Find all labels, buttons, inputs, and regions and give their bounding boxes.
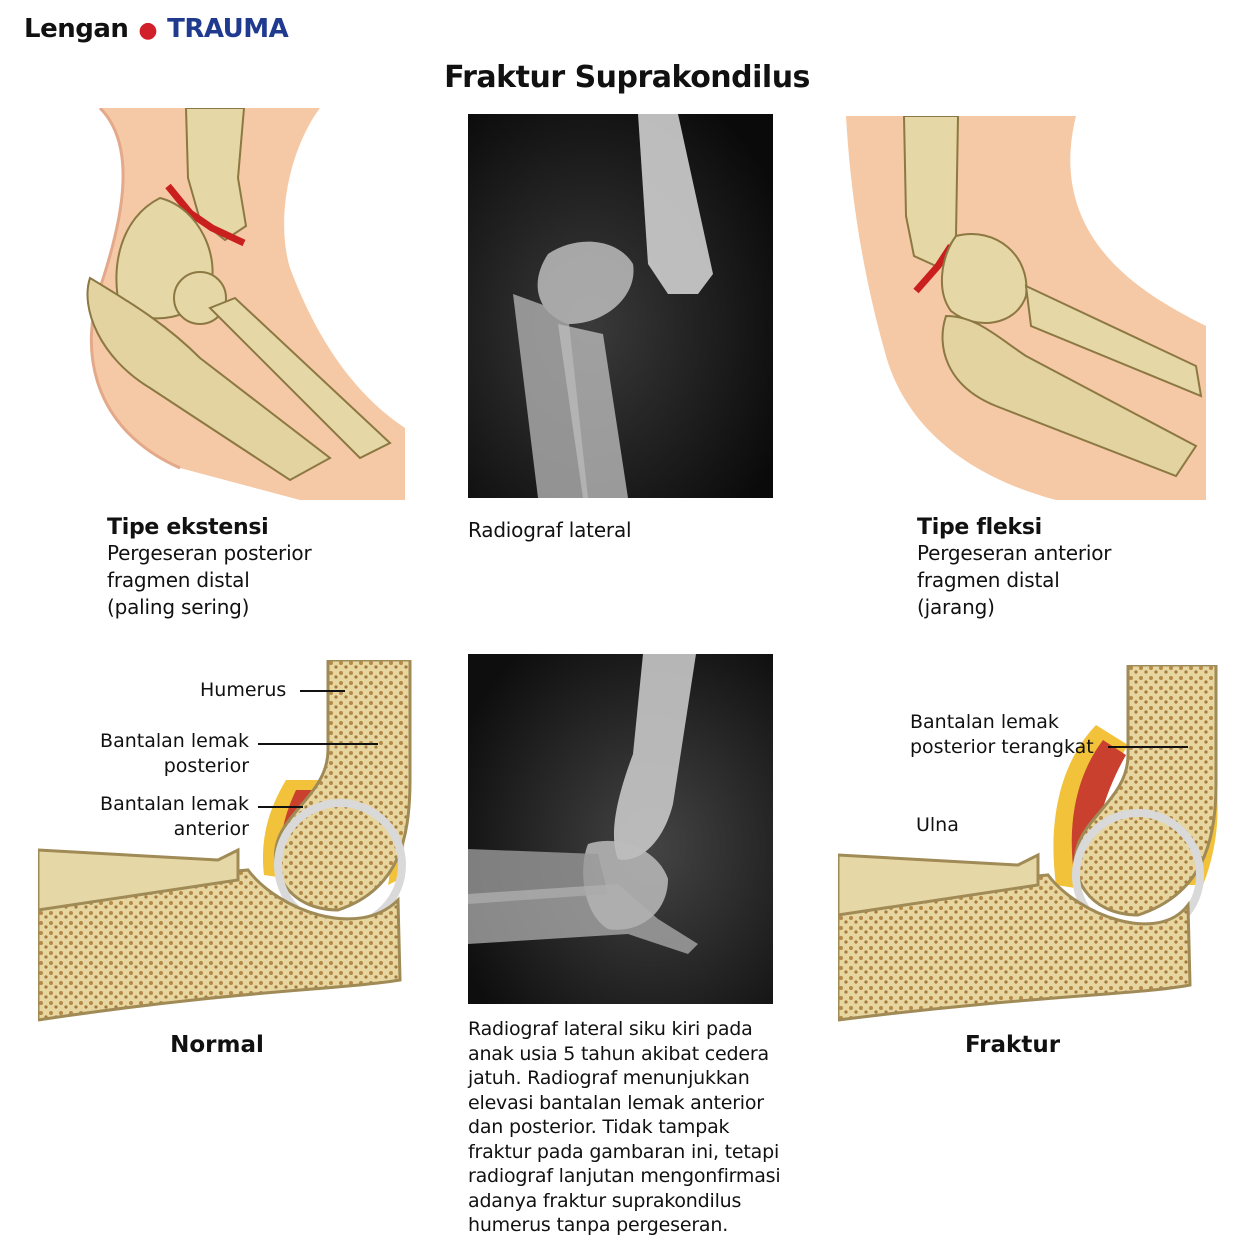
lateral-radiograph-caption: Radiograf lateral	[468, 518, 632, 542]
caption-line-8: adanya fraktur suprakondilus	[468, 1189, 742, 1212]
caption-line-5: dan posterior. Tidak tampak	[468, 1116, 730, 1138]
leader-line-anterior-fat-pad	[258, 806, 303, 808]
extension-type-heading: Tipe ekstensi	[107, 515, 269, 540]
label-humerus: Humerus	[200, 679, 287, 701]
category-name: TRAUMA	[167, 14, 289, 44]
label-posterior-fat-pad: Bantalan lemak posterior	[92, 729, 249, 779]
label-elevated-posterior-fat-pad-line-2: posterior terangkat	[910, 736, 1094, 758]
caption-line-9: humerus tanpa pergeseran.	[468, 1214, 729, 1236]
flexion-type-caption: Tipe fleksi Pergeseran anterior fragmen …	[917, 515, 1217, 621]
leader-line-humerus	[300, 690, 345, 692]
page-title: Fraktur Suprakondilus	[444, 60, 810, 95]
label-ulna: Ulna	[916, 814, 959, 836]
flexion-type-line-3: (jarang)	[917, 595, 995, 619]
bullet-dot-icon: ●	[138, 18, 158, 43]
label-elevated-posterior-fat-pad-line-1: Bantalan lemak	[910, 711, 1059, 733]
normal-elbow-diagram	[38, 660, 428, 1030]
lateral-radiograph-top	[468, 114, 773, 498]
label-anterior-fat-pad-line-1: Bantalan lemak	[100, 793, 249, 815]
caption-line-4: elevasi bantalan lemak anterior	[468, 1091, 764, 1114]
bottom-radiograph-caption: Radiograf lateral siku kiri pada anak us…	[468, 1017, 798, 1238]
caption-line-7: radiograf lanjutan mengonfirmasi	[468, 1165, 781, 1187]
flexion-type-illustration	[846, 116, 1206, 500]
fracture-elbow-diagram	[838, 665, 1226, 1030]
flexion-type-line-1: Pergeseran anterior	[917, 541, 1112, 565]
extension-type-line-3: (paling sering)	[107, 595, 250, 619]
extension-type-line-1: Pergeseran posterior	[107, 541, 312, 565]
label-anterior-fat-pad: Bantalan lemak anterior	[92, 792, 249, 842]
label-anterior-fat-pad-line-2: anterior	[173, 818, 249, 840]
caption-line-2: anak usia 5 tahun akibat cedera	[468, 1042, 769, 1065]
fracture-figure-title: Fraktur	[964, 1032, 1061, 1058]
flexion-type-heading: Tipe fleksi	[917, 515, 1042, 540]
leader-line-posterior-fat-pad	[258, 743, 378, 745]
caption-line-6: fraktur pada gambaran ini, tetapi	[468, 1140, 780, 1163]
label-posterior-fat-pad-line-2: posterior	[163, 755, 249, 777]
section-header: Lengan ● TRAUMA	[24, 14, 289, 44]
caption-line-1: Radiograf lateral siku kiri pada	[468, 1018, 753, 1040]
section-name: Lengan	[24, 14, 129, 44]
label-elevated-posterior-fat-pad: Bantalan lemak posterior terangkat	[910, 710, 1094, 760]
leader-line-elevated-fat-pad	[1108, 746, 1188, 748]
lateral-radiograph-bottom	[468, 654, 773, 1004]
normal-figure-title: Normal	[170, 1032, 264, 1058]
extension-type-caption: Tipe ekstensi Pergeseran posterior fragm…	[107, 515, 407, 621]
extension-type-line-2: fragmen distal	[107, 568, 250, 592]
label-posterior-fat-pad-line-1: Bantalan lemak	[100, 730, 249, 752]
caption-line-3: jatuh. Radiograf menunjukkan	[468, 1067, 750, 1089]
extension-type-illustration	[60, 108, 405, 500]
flexion-type-line-2: fragmen distal	[917, 568, 1060, 592]
